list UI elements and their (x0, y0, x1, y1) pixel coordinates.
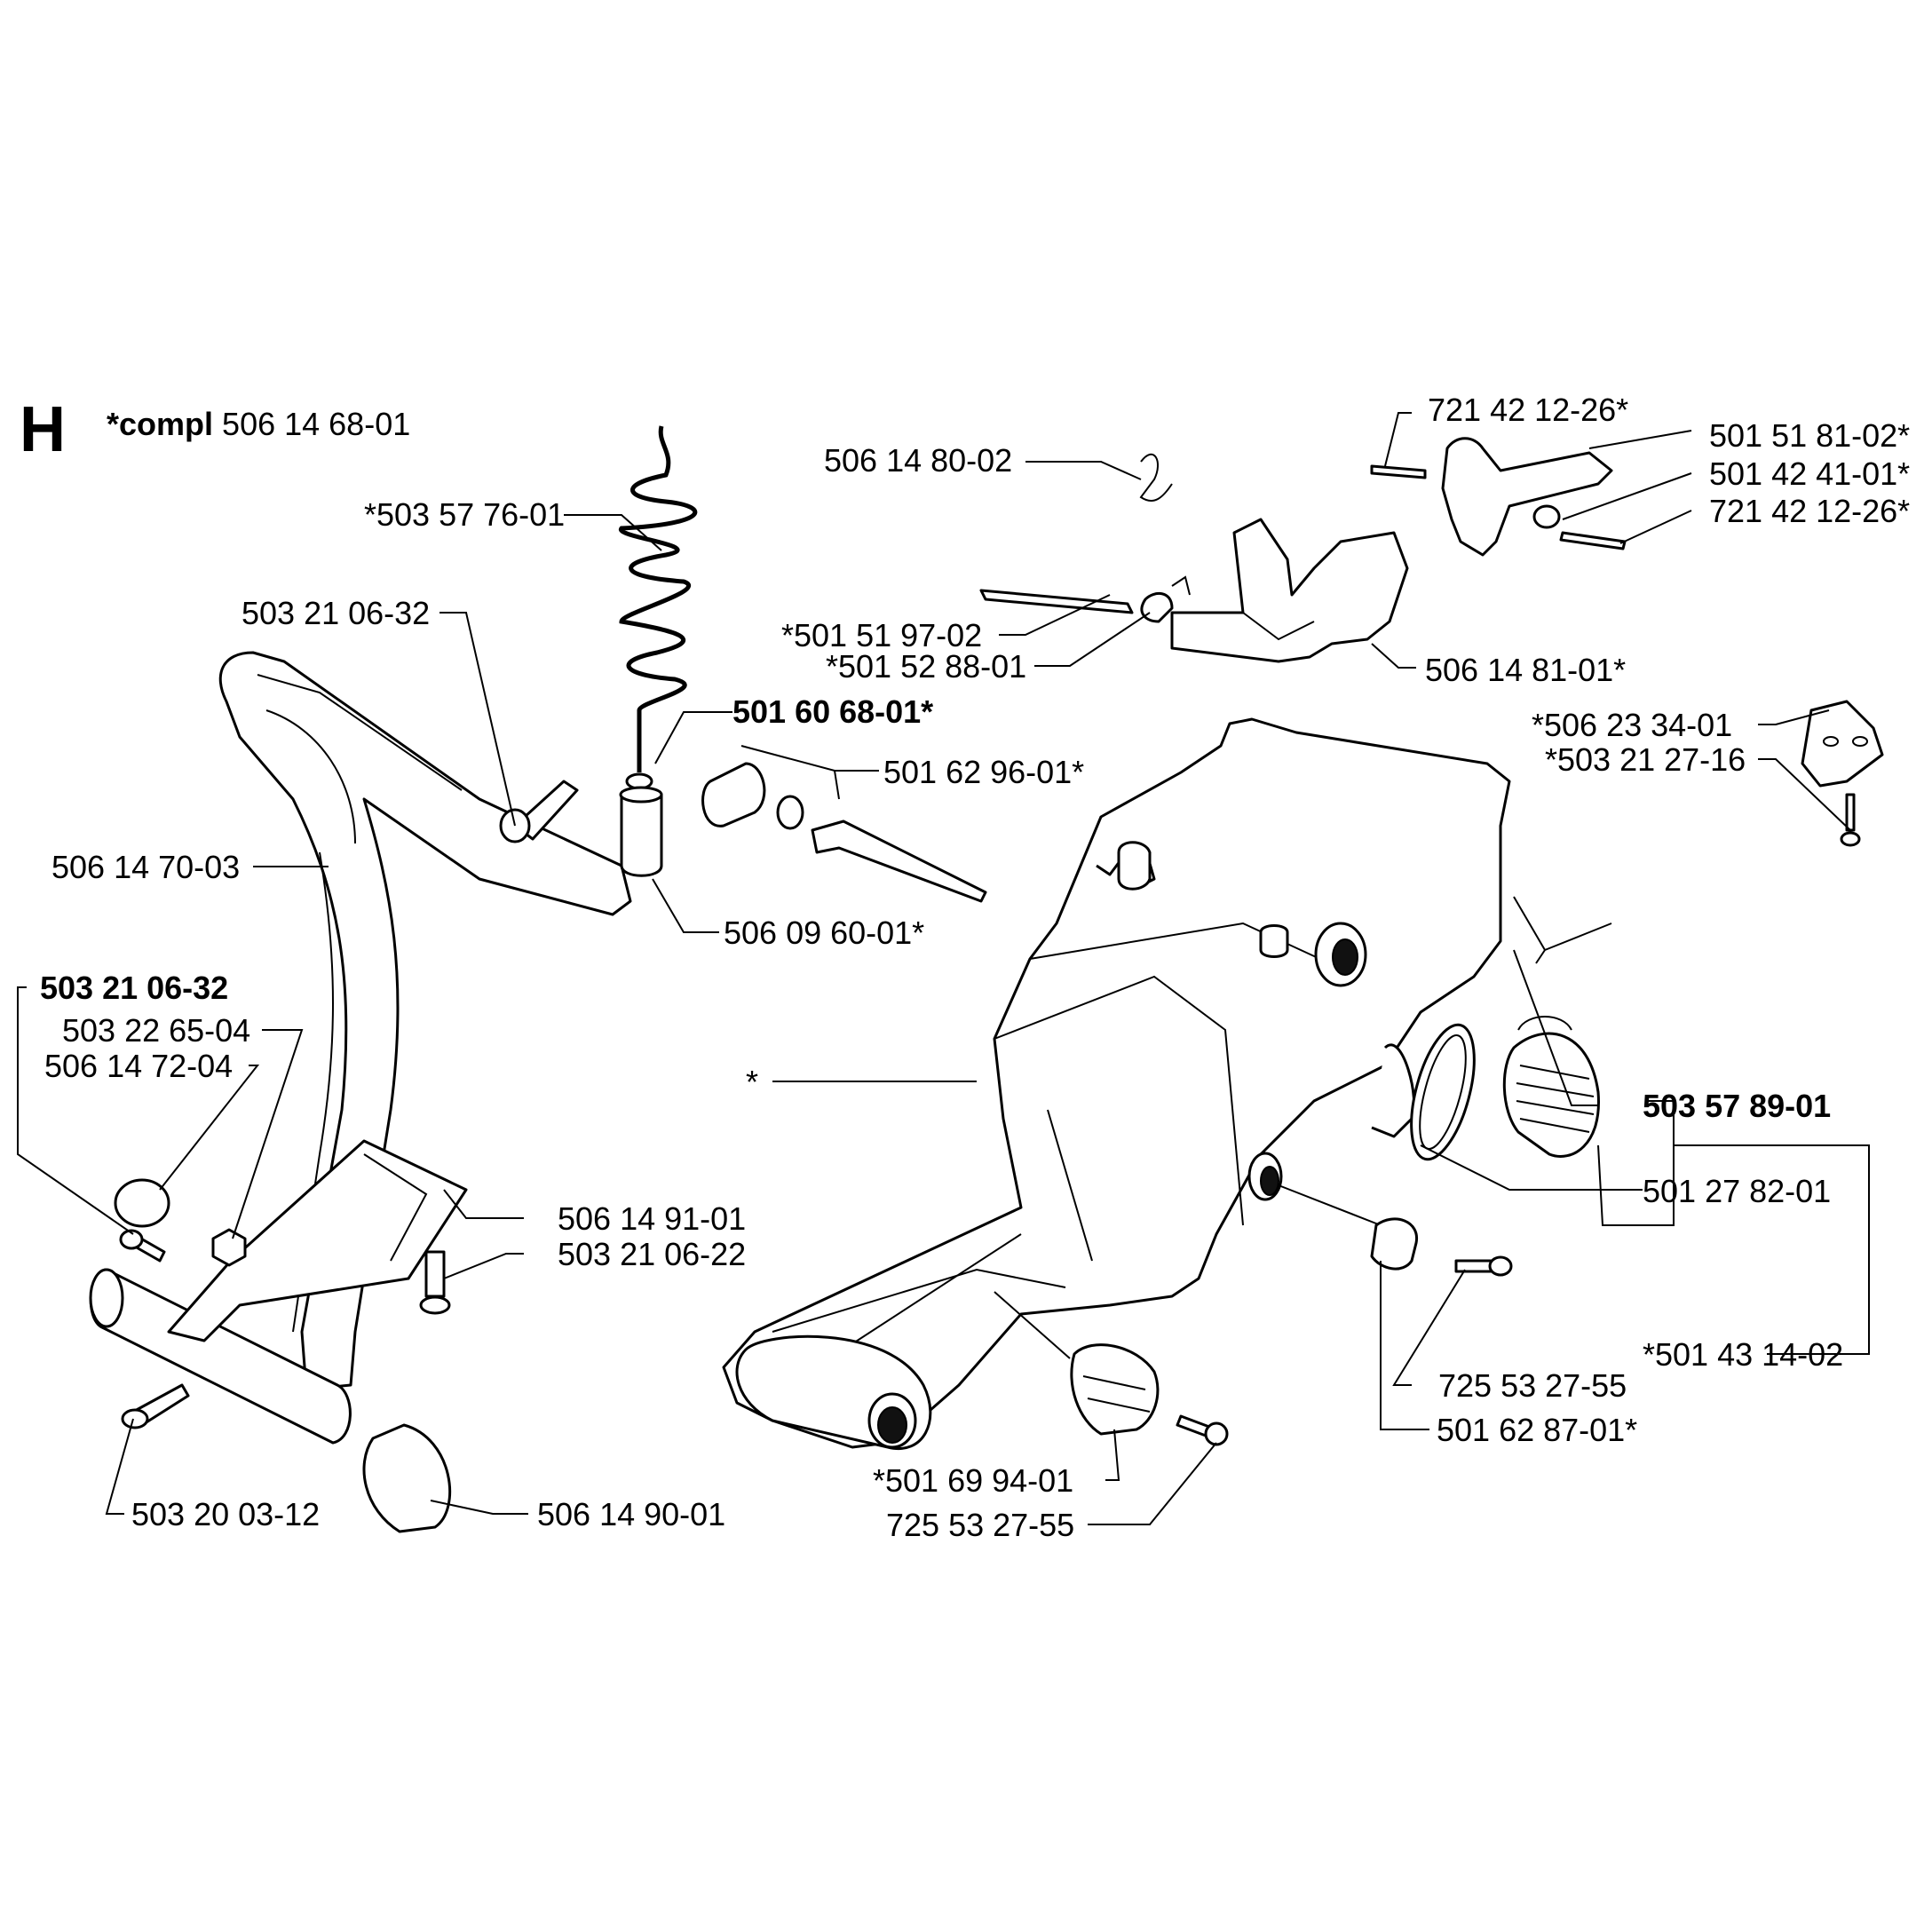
label-501-42-41-01: 501 42 41-01* (1709, 455, 1910, 492)
label-asterisk: * (746, 1064, 758, 1100)
part-labels: 721 42 12-26* 501 51 81-02* 506 14 80-02… (40, 392, 1910, 1543)
anti-vibration-buffer (1070, 1343, 1160, 1436)
mount-boss (1117, 841, 1152, 891)
trigger-spring (1532, 504, 1561, 529)
label-506-14-81-01: 506 14 81-01* (1425, 652, 1626, 688)
fuel-hose-drawing (619, 425, 698, 877)
label-506-14-70-03: 506 14 70-03 (51, 849, 240, 885)
label-501-62-96-01: 501 62 96-01* (883, 754, 1084, 790)
label-501-43-14-02: *501 43 14-02 (1643, 1336, 1843, 1373)
label-501-52-88-01: *501 52 88-01 (826, 648, 1026, 685)
cap-seal-ring (1410, 1023, 1476, 1161)
pump-fitting (701, 762, 766, 827)
label-506-14-91-01: 506 14 91-01 (558, 1200, 746, 1237)
compl-prefix: *compl (107, 406, 213, 442)
label-506-14-72-04: 506 14 72-04 (44, 1048, 233, 1084)
label-501-60-68-01: 501 60 68-01* (732, 693, 933, 730)
label-503-20-03-12: 503 20 03-12 (131, 1496, 320, 1532)
label-721-42-12-26-a: 721 42 12-26* (1428, 392, 1628, 428)
crankcase-drawing (722, 717, 1511, 1450)
guard-screw (1840, 831, 1861, 847)
label-506-23-34-01: *506 23 34-01 (1532, 707, 1732, 743)
throttle-trigger (1441, 437, 1613, 557)
label-503-22-65-04: 503 22 65-04 (62, 1012, 250, 1049)
label-501-69-94-01: *501 69 94-01 (873, 1462, 1073, 1499)
front-handle-drawing (89, 651, 632, 1533)
trigger-pin-right (1559, 531, 1627, 550)
oil-cap-drawing (1370, 700, 1884, 1277)
compl-number: 506 14 68-01 (222, 406, 410, 442)
label-725-53-27-55-b: 725 53 27-55 (886, 1507, 1074, 1543)
label-501-62-87-01: 501 62 87-01* (1437, 1412, 1637, 1448)
throttle-assembly-drawing (979, 437, 1627, 663)
oil-pipe (811, 820, 987, 903)
label-503-57-76-01: *503 57 76-01 (364, 496, 565, 533)
label-721-42-12-26-b: 721 42 12-26* (1709, 493, 1910, 529)
oil-pump-drawing (701, 762, 987, 903)
section-letter: H (20, 394, 66, 465)
label-506-14-80-02: 506 14 80-02 (824, 442, 1012, 479)
tank-body (722, 717, 1511, 1449)
end-cap (362, 1423, 452, 1533)
label-503-57-89-01: 503 57 89-01 (1643, 1088, 1831, 1124)
compl-note: *compl 506 14 68-01 (107, 406, 410, 442)
label-506-09-60-01: 506 09 60-01* (724, 915, 924, 951)
buffer-right (1370, 1217, 1418, 1271)
nut (211, 1228, 247, 1267)
fuel-filter (620, 793, 663, 877)
cap-plug (114, 1178, 170, 1228)
pivot-pin (979, 589, 1134, 614)
wire-spring (1139, 453, 1173, 502)
bottom-buffer-drawing (1070, 1343, 1229, 1446)
label-503-21-06-22: 503 21 06-22 (558, 1236, 746, 1272)
oil-cap (1502, 1032, 1600, 1158)
cap-strap-wire (1513, 896, 1612, 964)
leader-lines (17, 412, 1870, 1525)
fuel-hose-spring (619, 425, 698, 772)
label-503-21-06-32-a: 503 21 06-32 (242, 595, 430, 631)
label-501-51-97-02: *501 51 97-02 (781, 617, 982, 653)
label-503-21-27-16: *503 21 27-16 (1545, 741, 1746, 778)
trigger-pin-left (1370, 464, 1427, 479)
label-725-53-27-55-a: 725 53 27-55 (1438, 1367, 1627, 1404)
guard-plate (1801, 700, 1884, 788)
label-506-14-90-01: 506 14 90-01 (537, 1496, 725, 1532)
label-501-51-81-02: 501 51 81-02* (1709, 417, 1910, 454)
throttle-lockout (1170, 518, 1409, 663)
label-501-27-82-01: 501 27 82-01 (1643, 1173, 1831, 1209)
label-503-21-06-32-b: 503 21 06-32 (40, 970, 228, 1006)
spring-clip (1140, 591, 1174, 623)
